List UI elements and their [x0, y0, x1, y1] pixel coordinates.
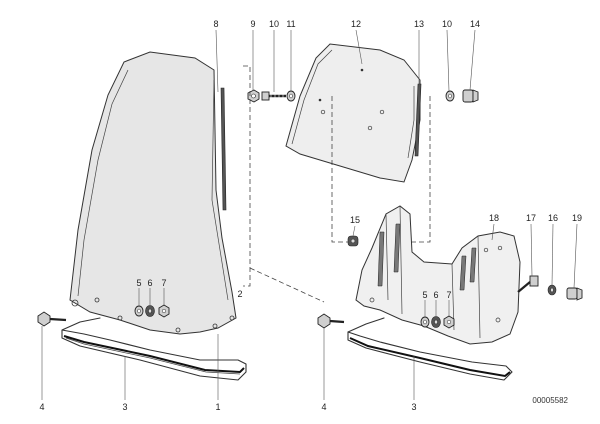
washer-icon — [420, 316, 430, 328]
dashed-connector-line — [331, 96, 348, 243]
callout-6: 6 — [147, 278, 152, 288]
grommet-icon — [431, 316, 441, 328]
nut-icon — [247, 89, 260, 103]
cap-nut-icon — [566, 287, 583, 301]
callout-labels-left: 8 9 10 11 5 6 7 4 3 1 2 — [39, 19, 295, 412]
cap-nut-icon — [462, 89, 479, 103]
callout-15: 15 — [350, 215, 360, 225]
callout-14: 14 — [470, 19, 480, 29]
nut-icon — [443, 315, 455, 329]
leader-lines-left — [41, 29, 292, 400]
callout-16: 16 — [548, 213, 558, 223]
dashed-connector-line — [412, 96, 431, 243]
bolt-icon — [317, 313, 345, 329]
callout-labels-right: 12 13 10 14 15 16 17 18 19 5 6 7 4 3 — [321, 19, 582, 412]
callout-2: 2 — [237, 289, 242, 299]
callout-17: 17 — [526, 213, 536, 223]
callout-1: 1 — [215, 402, 220, 412]
callout-3: 3 — [122, 402, 127, 412]
callout-4: 4 — [321, 402, 326, 412]
reference-code: 00005582 — [532, 396, 568, 405]
hardware-lower-right — [420, 315, 455, 329]
dashed-connector-line — [249, 267, 325, 303]
washer-icon — [286, 90, 296, 102]
bolt-icon — [37, 311, 67, 327]
leader-lines-right — [323, 29, 578, 400]
callout-10: 10 — [442, 19, 452, 29]
callout-9: 9 — [250, 19, 255, 29]
callout-6: 6 — [433, 290, 438, 300]
screw-icon — [261, 91, 286, 101]
callout-19: 19 — [572, 213, 582, 223]
hardware-side-right — [517, 275, 583, 301]
callout-7: 7 — [161, 278, 166, 288]
grommet-icon — [145, 305, 155, 317]
callout-5: 5 — [422, 290, 427, 300]
hardware-upper-left — [247, 89, 296, 103]
callout-5: 5 — [136, 278, 141, 288]
screw-icon — [517, 275, 539, 293]
dashed-connector-line — [243, 65, 251, 287]
nut-icon — [158, 304, 170, 318]
windshield-tall — [69, 51, 237, 335]
callout-13: 13 — [414, 19, 424, 29]
callout-3: 3 — [411, 402, 416, 412]
washer-icon — [445, 90, 455, 102]
mounting-bracket — [355, 205, 521, 345]
callout-7: 7 — [446, 290, 451, 300]
washer-icon — [134, 305, 144, 317]
hardware-upper-right — [445, 89, 479, 103]
callout-8: 8 — [213, 19, 218, 29]
callout-4: 4 — [39, 402, 44, 412]
mounting-strip-right — [347, 317, 513, 381]
grommet-icon — [347, 235, 359, 247]
washer-icon — [547, 284, 557, 296]
callout-10: 10 — [269, 19, 279, 29]
hardware-lower-left — [134, 304, 170, 318]
callout-11: 11 — [286, 19, 295, 29]
callout-12: 12 — [351, 19, 361, 29]
windshield-short — [285, 43, 422, 183]
mounting-strip-left — [61, 317, 247, 381]
callout-18: 18 — [489, 213, 499, 223]
